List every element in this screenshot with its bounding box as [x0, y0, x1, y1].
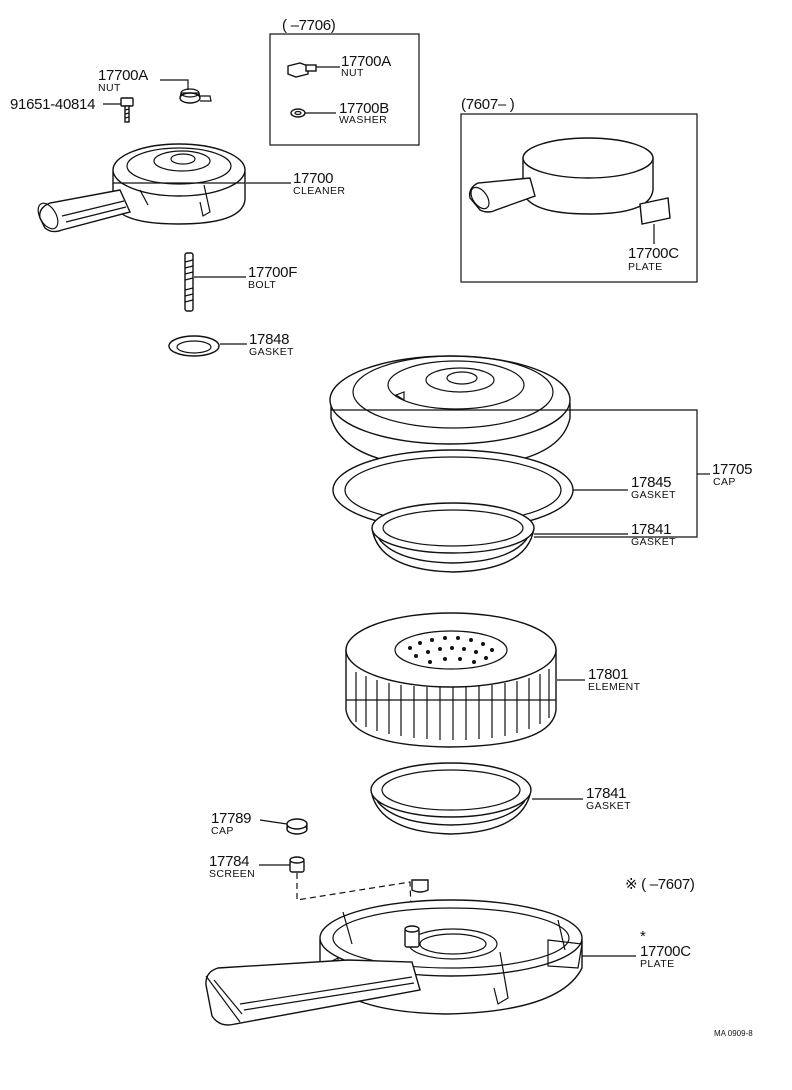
inset-washer-illustration	[290, 108, 306, 118]
part-name: PLATE	[640, 958, 674, 970]
note-text: ※ ( –7607)	[625, 876, 695, 893]
part-name: GASKET	[631, 489, 676, 501]
part-number: 17789	[211, 810, 251, 827]
inset-box-7706: ( –7706) 17700A NUT 17700B WASHER	[269, 17, 420, 146]
inset-part-name: NUT	[341, 67, 364, 79]
callout-17801-element: 17801 ELEMENT	[557, 666, 641, 693]
part-number: 17848	[249, 331, 289, 348]
part-number: 17700C	[640, 943, 691, 960]
callout-17845-gasket: 17845 GASKET	[573, 474, 676, 501]
nut-17700a-illustration	[179, 88, 212, 104]
part-name: GASKET	[249, 346, 294, 358]
callout-17700a-top: 17700A NUT	[98, 67, 189, 94]
callout-17700c-plate-bottom: * 17700C PLATE	[582, 928, 692, 970]
callout-17705-cap: 17705 CAP	[712, 461, 753, 488]
part-name: NUT	[98, 82, 121, 94]
air-cleaner-case-illustration	[205, 879, 583, 1026]
part-number: 17841	[586, 785, 626, 802]
part-name: BOLT	[248, 279, 276, 291]
inset-part-name: PLATE	[628, 261, 662, 273]
callout-17700-cleaner: 17700 CLEANER	[246, 170, 345, 197]
screen-position-leader	[296, 873, 413, 936]
part-number: 17841	[631, 521, 671, 538]
air-cleaner-17700-illustration	[37, 143, 246, 233]
part-name: CAP	[713, 476, 736, 488]
inset-box-7607: (7607– ) 17700C PLATE	[460, 96, 698, 283]
note-7607-range: ※ ( –7607)	[625, 876, 695, 893]
screen-17784-illustration	[289, 856, 305, 873]
cap-17705-illustration	[329, 355, 571, 469]
callout-91651-40814: 91651-40814	[10, 96, 121, 113]
callout-17841-gasket-upper: 17841 GASKET	[534, 521, 676, 548]
inset-part-number: 17700A	[341, 53, 391, 70]
inset-nut-illustration	[287, 62, 317, 78]
part-name: SCREEN	[209, 868, 255, 880]
filter-pleats	[355, 669, 550, 740]
cap-17789-illustration	[286, 818, 308, 835]
bracket-17705	[534, 409, 710, 538]
part-name: ELEMENT	[588, 681, 641, 693]
inset-part-name: WASHER	[339, 114, 387, 126]
part-number: 17700F	[248, 264, 297, 281]
inset-part-number: 17700C	[628, 245, 679, 262]
part-name: CLEANER	[293, 185, 345, 197]
part-number: 17801	[588, 666, 628, 683]
bolt-91651-illustration	[120, 97, 134, 123]
gasket-17841-upper-illustration	[371, 502, 535, 573]
part-number: 17700A	[98, 67, 148, 84]
inset-range: (7607– )	[461, 96, 515, 113]
inset-range: ( –7706)	[282, 17, 336, 34]
part-name: CAP	[211, 825, 234, 837]
asterisk-mark: *	[640, 928, 646, 945]
callout-17789-cap: 17789 CAP	[211, 810, 288, 837]
part-name: GASKET	[586, 800, 631, 812]
reference-code: MA 0909-8	[714, 1029, 753, 1038]
callout-17848-gasket: 17848 GASKET	[220, 331, 294, 358]
callout-17841-gasket-lower: 17841 GASKET	[532, 785, 631, 812]
part-number: 17700	[293, 170, 333, 187]
callout-17784-screen: 17784 SCREEN	[209, 853, 290, 880]
gasket-17841-lower-illustration	[370, 762, 532, 835]
filter-element-17801-illustration	[345, 612, 557, 748]
part-number: 17705	[712, 461, 752, 478]
inset-part-number: 17700B	[339, 100, 389, 117]
inset-cleaner-illustration	[468, 137, 671, 225]
callout-17700f-bolt: 17700F BOLT	[194, 264, 298, 291]
stud-bolt-17700f-illustration	[184, 252, 194, 312]
filter-perforations	[408, 636, 494, 664]
part-name: GASKET	[631, 536, 676, 548]
part-number: 17845	[631, 474, 671, 491]
gasket-17848-illustration	[168, 335, 220, 357]
part-number: 17784	[209, 853, 249, 870]
part-number: 91651-40814	[10, 96, 95, 113]
